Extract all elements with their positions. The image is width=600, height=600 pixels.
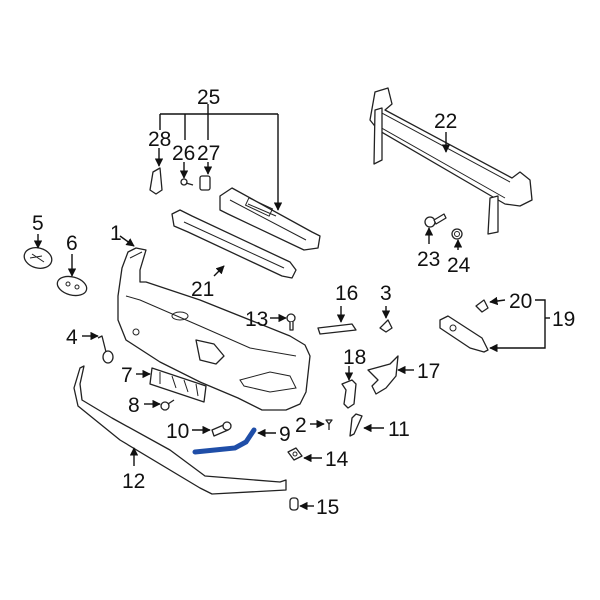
callout-24[interactable]: 24 bbox=[447, 254, 471, 277]
part-16-strip[interactable] bbox=[317, 323, 357, 335]
callout-1[interactable]: 1 bbox=[110, 222, 122, 245]
callout-10[interactable]: 10 bbox=[166, 420, 189, 443]
part-4-hook[interactable] bbox=[97, 335, 114, 364]
callout-18[interactable]: 18 bbox=[343, 346, 366, 369]
callout-12[interactable]: 12 bbox=[122, 470, 145, 493]
leader-lines bbox=[33, 104, 550, 511]
callout-21[interactable]: 21 bbox=[191, 278, 214, 301]
callout-14[interactable]: 14 bbox=[325, 448, 349, 471]
part-14-nut[interactable] bbox=[287, 447, 303, 461]
part-7-license-bracket[interactable] bbox=[149, 367, 207, 403]
part-25-energy-absorber[interactable] bbox=[219, 187, 321, 251]
part-28-bracket[interactable] bbox=[149, 167, 163, 195]
part-6-emblem[interactable] bbox=[55, 273, 89, 298]
part-1-bumper-cover[interactable] bbox=[117, 247, 311, 411]
part-24-nut[interactable] bbox=[451, 228, 463, 240]
callout-16[interactable]: 16 bbox=[335, 282, 358, 305]
callout-27[interactable]: 27 bbox=[197, 142, 220, 165]
callout-9[interactable]: 9 bbox=[279, 423, 291, 446]
callout-6[interactable]: 6 bbox=[66, 232, 78, 255]
part-12-lower-lip[interactable] bbox=[73, 365, 287, 495]
part-27-clip[interactable] bbox=[199, 175, 211, 191]
part-10-bolt[interactable] bbox=[211, 421, 232, 437]
callout-19[interactable]: 19 bbox=[552, 308, 575, 331]
part-3-clip[interactable] bbox=[379, 319, 393, 333]
callout-15[interactable]: 15 bbox=[316, 496, 339, 519]
callout-28[interactable]: 28 bbox=[148, 128, 171, 151]
part-17-bracket[interactable] bbox=[367, 355, 399, 395]
part-19-bracket[interactable] bbox=[439, 315, 489, 353]
callout-17[interactable]: 17 bbox=[417, 360, 440, 383]
part-9-molding[interactable] bbox=[192, 427, 257, 455]
callout-8[interactable]: 8 bbox=[128, 394, 140, 417]
part-23-bolt[interactable] bbox=[424, 213, 447, 228]
part-15-pin[interactable] bbox=[289, 497, 299, 511]
callout-22[interactable]: 22 bbox=[434, 110, 457, 133]
callout-2[interactable]: 2 bbox=[295, 414, 307, 437]
part-8-pin[interactable] bbox=[160, 399, 175, 411]
callout-11[interactable]: 11 bbox=[388, 418, 410, 441]
part-5-emblem[interactable] bbox=[22, 245, 54, 272]
part-13-bolt[interactable] bbox=[286, 313, 296, 331]
callout-25[interactable]: 25 bbox=[197, 86, 220, 109]
callout-labels: 25 28 26 27 22 23 24 5 6 1 21 16 3 13 4 … bbox=[32, 86, 575, 519]
callout-5[interactable]: 5 bbox=[32, 212, 44, 235]
callout-3[interactable]: 3 bbox=[380, 282, 392, 305]
callout-26[interactable]: 26 bbox=[172, 142, 195, 165]
callout-7[interactable]: 7 bbox=[121, 364, 133, 387]
part-20-clip[interactable] bbox=[475, 299, 489, 313]
part-18-bracket[interactable] bbox=[341, 379, 357, 409]
callout-13[interactable]: 13 bbox=[245, 308, 268, 331]
callout-4[interactable]: 4 bbox=[66, 326, 78, 349]
callout-23[interactable]: 23 bbox=[417, 248, 440, 271]
part-21-absorber[interactable] bbox=[171, 209, 297, 279]
part-11-strip[interactable] bbox=[349, 413, 363, 437]
part-2-screw[interactable] bbox=[325, 419, 333, 430]
part-26-screw[interactable] bbox=[180, 178, 194, 186]
callout-20[interactable]: 20 bbox=[509, 290, 532, 313]
